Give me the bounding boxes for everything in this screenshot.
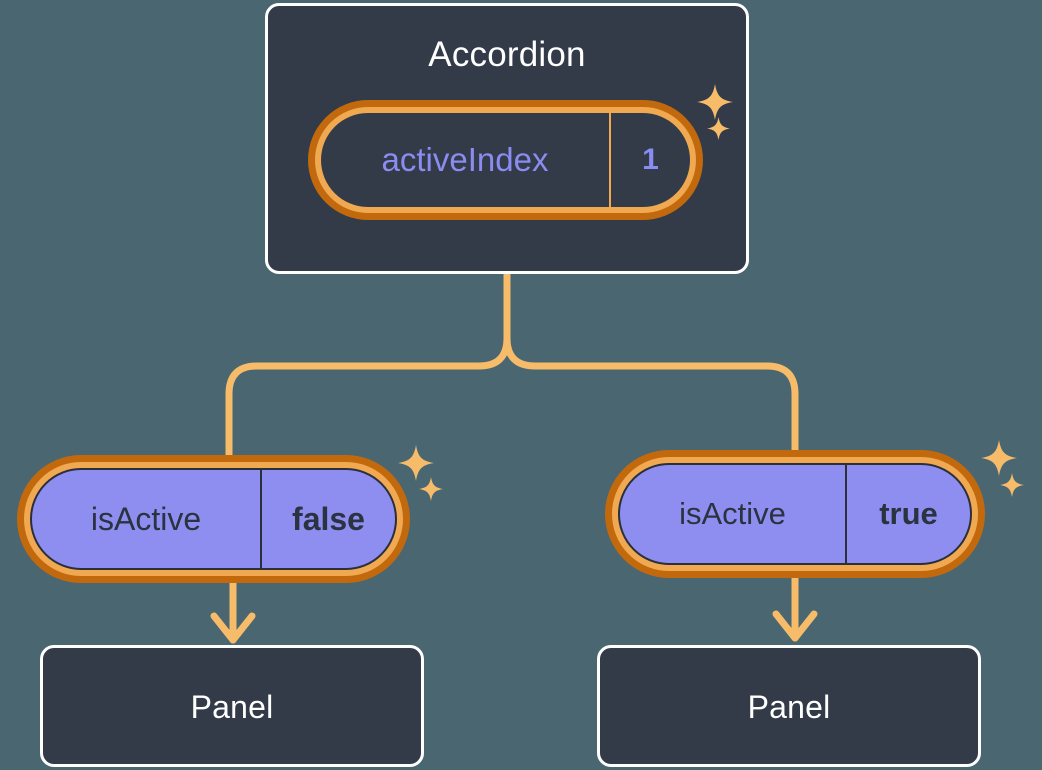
chip-value: true — [845, 465, 970, 563]
sparkle-icon — [981, 440, 1017, 476]
chip-key: isActive — [679, 496, 786, 531]
connector-bracket-right — [503, 334, 799, 454]
chip-ring: activeIndex 1 — [308, 100, 703, 220]
node-panel-left[interactable]: Panel — [40, 645, 424, 767]
chip-value: false — [260, 470, 395, 568]
chip-key: activeIndex — [381, 141, 549, 178]
panel-title: Panel — [747, 689, 831, 725]
node-panel-right[interactable]: Panel — [597, 645, 981, 767]
chip-ring: isActive false — [17, 455, 410, 583]
sparkle-icon — [1000, 473, 1024, 497]
chip-body: isActive true — [618, 463, 972, 565]
connector-bracket — [225, 334, 511, 459]
panel-title: Panel — [190, 689, 274, 725]
connector-right-arrow-head — [772, 610, 818, 642]
connector-left-arrow-head — [210, 612, 256, 644]
sparkle-icon — [697, 84, 733, 120]
chip-body: isActive false — [30, 468, 397, 570]
state-chip-activeindex[interactable]: activeIndex 1 — [308, 100, 703, 220]
state-chip-isactive-true[interactable]: isActive true — [605, 450, 985, 578]
sparkle-icon — [707, 117, 730, 140]
chip-body: activeIndex 1 — [321, 113, 690, 207]
chip-key: isActive — [90, 500, 202, 537]
sparkle-icon — [398, 445, 434, 481]
chip-ring: isActive true — [605, 450, 985, 578]
state-chip-isactive-false[interactable]: isActive false — [17, 455, 410, 583]
chip-value: 1 — [609, 113, 690, 207]
sparkle-icon — [419, 477, 443, 501]
accordion-title: Accordion — [428, 35, 586, 74]
